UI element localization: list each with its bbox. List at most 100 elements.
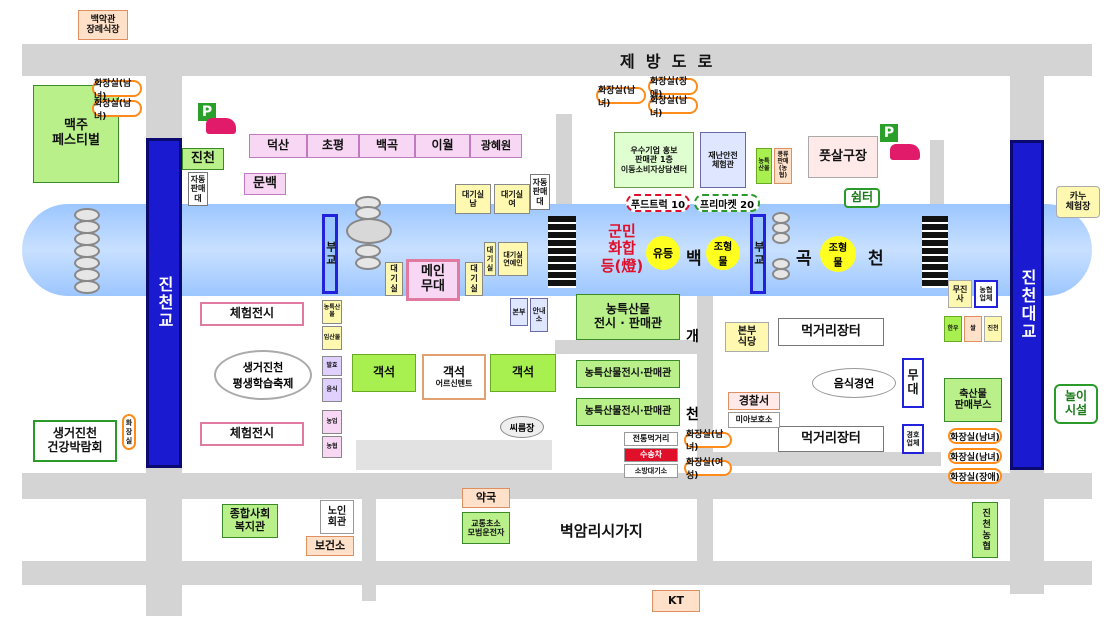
lantern-label: 군민 화합 등(燈) [600,222,644,275]
food-market-bottom: 먹거리장터 [778,426,884,452]
river-name-1: 백 [686,249,702,269]
yudeung: 유등 [646,236,680,270]
sculpture-1: 조형 물 [706,236,740,270]
booth-chopyeong: 초평 [307,134,359,158]
flea-market: 프리마켓 20 [694,194,760,212]
kt-office: KT [652,590,700,612]
security-1: 경호 업체 [902,424,924,454]
road-vertical-mid3 [362,499,376,601]
health-expo: 생거진천 건강박람회 [33,420,117,462]
vending-machine-mid: 자동 판매 대 [530,174,550,210]
restroom-right-3: 화장실(장애) [948,468,1002,484]
seating-lower [356,440,552,470]
stepping-stone-right [772,232,790,244]
gaecheon-label-1: 개 [686,329,699,345]
seating-2: 객석 어르신텐트 [422,354,486,400]
jincheon-nonghyup: 진천농협 [972,502,998,558]
waiting-right-stage: 대기실 [465,262,483,296]
transport: 수송차 [624,448,678,462]
bridge-jincheon-daegyo: 진천대교 [1010,140,1044,470]
small-booth-4: 음식 [322,378,342,402]
road-south [22,473,1092,499]
restroom-mid-1: 화장실(남녀) [684,430,732,453]
restroom-right-1: 화장실(남녀) [948,428,1002,444]
small-booth-5: 농업 [322,410,342,434]
funeral-hall-label: 백악관 장례식장 [78,10,128,40]
senior-center: 노인 회관 [320,500,354,534]
pharmacy: 약국 [462,488,510,508]
restroom-top-mid-1: 화장실(장애) [648,77,698,100]
company-promo: 우수기업 홍보 판매관 1층 이동소비자상담센터 [614,132,694,188]
stage-pond [346,218,392,244]
booth-gwanghyewon: 광혜원 [470,134,522,158]
welfare-center: 종합사회 복지관 [222,504,278,538]
restroom-top-left-1: 화장실(남녀) [92,79,142,102]
small-booth-3: 발효 [322,356,342,376]
parking-icon-left: P [198,103,216,121]
food-truck: 푸드트럭 10 [626,194,690,212]
pontoon-left: 부교 [322,214,338,294]
stage-stone [355,256,381,270]
traffic-post: 교통초소 모범운전자 [462,512,510,544]
small-booth-r3: 진천 [984,316,1002,342]
livestock-booth: 축산물 판매부스 [944,378,1002,422]
road-inner [555,340,705,354]
lifelong-learning: 생거진천 평생학습축제 [214,350,312,400]
sub-stage: 무 대 [902,358,924,408]
restroom-right-2: 화장실(남녀) [948,448,1002,464]
car-icon-left [206,118,236,134]
small-booth-6: 농협 [322,436,342,458]
food-contest: 음식경연 [812,368,896,398]
road-vertical-mid [556,114,572,204]
booth-munbaek: 문백 [244,173,286,195]
farm-products-3: 농특산물전시·판매관 [576,398,680,426]
seating-2-label: 객석 [442,364,466,379]
small-booth-r2: 쌀 [964,316,982,342]
security-2: 농협 업체 [974,280,998,308]
waiting-room-male: 대기실 남 [455,184,491,214]
headquarters: 본부 [510,298,528,326]
pontoon-right: 부교 [750,214,766,294]
senior-tent: 어르신텐트 [435,379,473,389]
road-diag [930,140,944,204]
restroom-top-mid-2: 화장실(남녀) [596,86,646,109]
food-market-top: 먹거리장터 [778,318,884,346]
gate-left [548,216,576,288]
farm-outlet-1: 농특 산물 [756,148,772,184]
road-vertical-mid2 [697,296,713,561]
booth-baekgok: 백곡 [359,134,415,158]
road-north [22,44,1092,76]
gaecheon-label-2: 천 [686,407,699,423]
road-bottom [22,561,1092,585]
main-stage: 메인 무대 [406,259,460,301]
restroom-left-vertical: 화장실 [122,414,136,450]
small-booth-r1: 한우 [944,316,962,342]
north-road-label: 제 방 도 로 [620,52,713,71]
vending-machine-left: 자동 판매 대 [188,172,208,206]
police: 경찰서 [728,392,780,410]
waiting-left-stage: 대기실 [385,262,403,296]
waiting-room-female: 대기실 여 [494,184,530,214]
stepping-stone-right [772,268,790,280]
ssireum-field: 씨름장 [500,416,544,438]
sculpture-2: 조형 물 [820,236,856,272]
health-center: 보건소 [306,536,354,556]
market-street: 벽암리시가지 [560,522,643,540]
experience-exhibit-1: 체험전시 [200,302,304,326]
bridge-jincheon: 진천교 [146,138,182,468]
stepping-stone [74,280,100,294]
booth-deoksan: 덕산 [249,134,307,158]
travel: 무진 사 [948,280,972,308]
seating-1: 객석 [352,354,416,392]
gate-right [922,216,948,288]
car-icon-right [890,144,920,160]
road-inner2 [711,452,941,466]
hq-restaurant: 본부 식당 [725,322,769,352]
river-name-2: 곡 [796,249,812,269]
waiting-room-3: 대기실 [484,242,496,276]
fire-station: 소방대기소 [624,464,678,478]
booth-iwol: 이월 [415,134,470,158]
safety-hall: 재난안전 체험관 [700,132,746,188]
seating-3: 객석 [490,354,556,392]
lost-child-center: 미아보호소 [728,412,780,428]
